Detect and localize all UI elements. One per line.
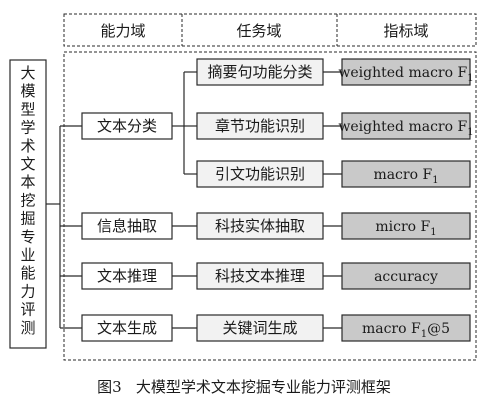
task-label: 科技实体抽取 <box>215 217 305 235</box>
metric-name: micro F <box>375 219 430 235</box>
header-task: 任务域 <box>236 22 281 40</box>
task-box <box>196 112 324 140</box>
root-label-char: 模 <box>20 82 35 100</box>
metric-subscript: 1 <box>467 73 473 84</box>
root-label-char: 能 <box>20 264 35 282</box>
ability-box <box>81 212 173 240</box>
metric-box <box>341 58 471 86</box>
metric-box <box>341 212 471 240</box>
root-label-char: 大 <box>20 64 35 82</box>
figure-caption: 图3 大模型学术文本挖掘专业能力评测框架 <box>97 378 391 396</box>
metric-subscript: 1 <box>432 175 438 186</box>
metric-subscript: 1 <box>430 227 436 238</box>
root-label-char: 学 <box>20 119 35 137</box>
metric-name: macro F <box>373 167 432 183</box>
metric-name: macro F <box>362 321 421 337</box>
root-label-char: 掘 <box>20 210 35 228</box>
root-label-char: 评 <box>20 301 35 319</box>
header-ability: 能力域 <box>100 22 145 40</box>
task-box <box>196 212 324 240</box>
metric-subscript: 1 <box>467 127 473 138</box>
metric-label: macro F1@5 <box>362 321 450 340</box>
ability-label: 文本生成 <box>97 319 157 337</box>
metric-label: accuracy <box>374 269 438 285</box>
root-label-char: 文 <box>20 155 35 173</box>
body-region-frame <box>63 51 477 361</box>
metric-label: weighted macro F1 <box>338 119 473 138</box>
task-label: 关键词生成 <box>222 319 297 337</box>
root-label-char: 专 <box>20 228 35 246</box>
connector-lines <box>46 71 342 329</box>
root-label-char: 挖 <box>20 191 35 209</box>
root-label-char: 测 <box>20 319 35 337</box>
metric-name: weighted macro F <box>338 65 467 81</box>
metric-box <box>341 262 471 290</box>
task-label: 引文功能识别 <box>215 165 305 183</box>
root-label-char: 业 <box>20 246 35 264</box>
metric-box <box>341 160 471 188</box>
header-row-frame <box>63 13 477 47</box>
task-label: 章节功能识别 <box>215 117 305 135</box>
task-box <box>196 58 324 86</box>
ability-box <box>81 112 173 140</box>
root-label-char: 型 <box>20 100 35 118</box>
ability-label: 文本分类 <box>97 117 157 135</box>
task-label: 摘要句功能分类 <box>207 63 312 81</box>
metric-label: macro F1 <box>373 167 438 186</box>
metric-suffix: @5 <box>427 321 450 337</box>
root-label: 大模型学术文本挖掘专业能力评测 <box>20 64 35 337</box>
metric-name: weighted macro F <box>338 119 467 135</box>
ability-label: 文本推理 <box>97 267 157 285</box>
ability-box <box>81 314 173 342</box>
metric-box <box>341 314 471 342</box>
metric-label: micro F1 <box>375 219 436 238</box>
metric-box <box>341 112 471 140</box>
root-label-char: 本 <box>20 173 35 191</box>
root-label-char: 力 <box>20 282 35 300</box>
header-metric: 指标域 <box>383 22 428 40</box>
ability-label: 信息抽取 <box>97 217 157 235</box>
ability-box <box>81 262 173 290</box>
task-box <box>196 314 324 342</box>
task-box <box>196 262 324 290</box>
metric-name: accuracy <box>374 269 438 285</box>
root-box <box>9 59 47 349</box>
task-label: 科技文本推理 <box>215 267 305 285</box>
metric-subscript: 1 <box>421 329 427 340</box>
task-box <box>196 160 324 188</box>
metric-label: weighted macro F1 <box>338 65 473 84</box>
root-label-char: 术 <box>20 137 35 155</box>
